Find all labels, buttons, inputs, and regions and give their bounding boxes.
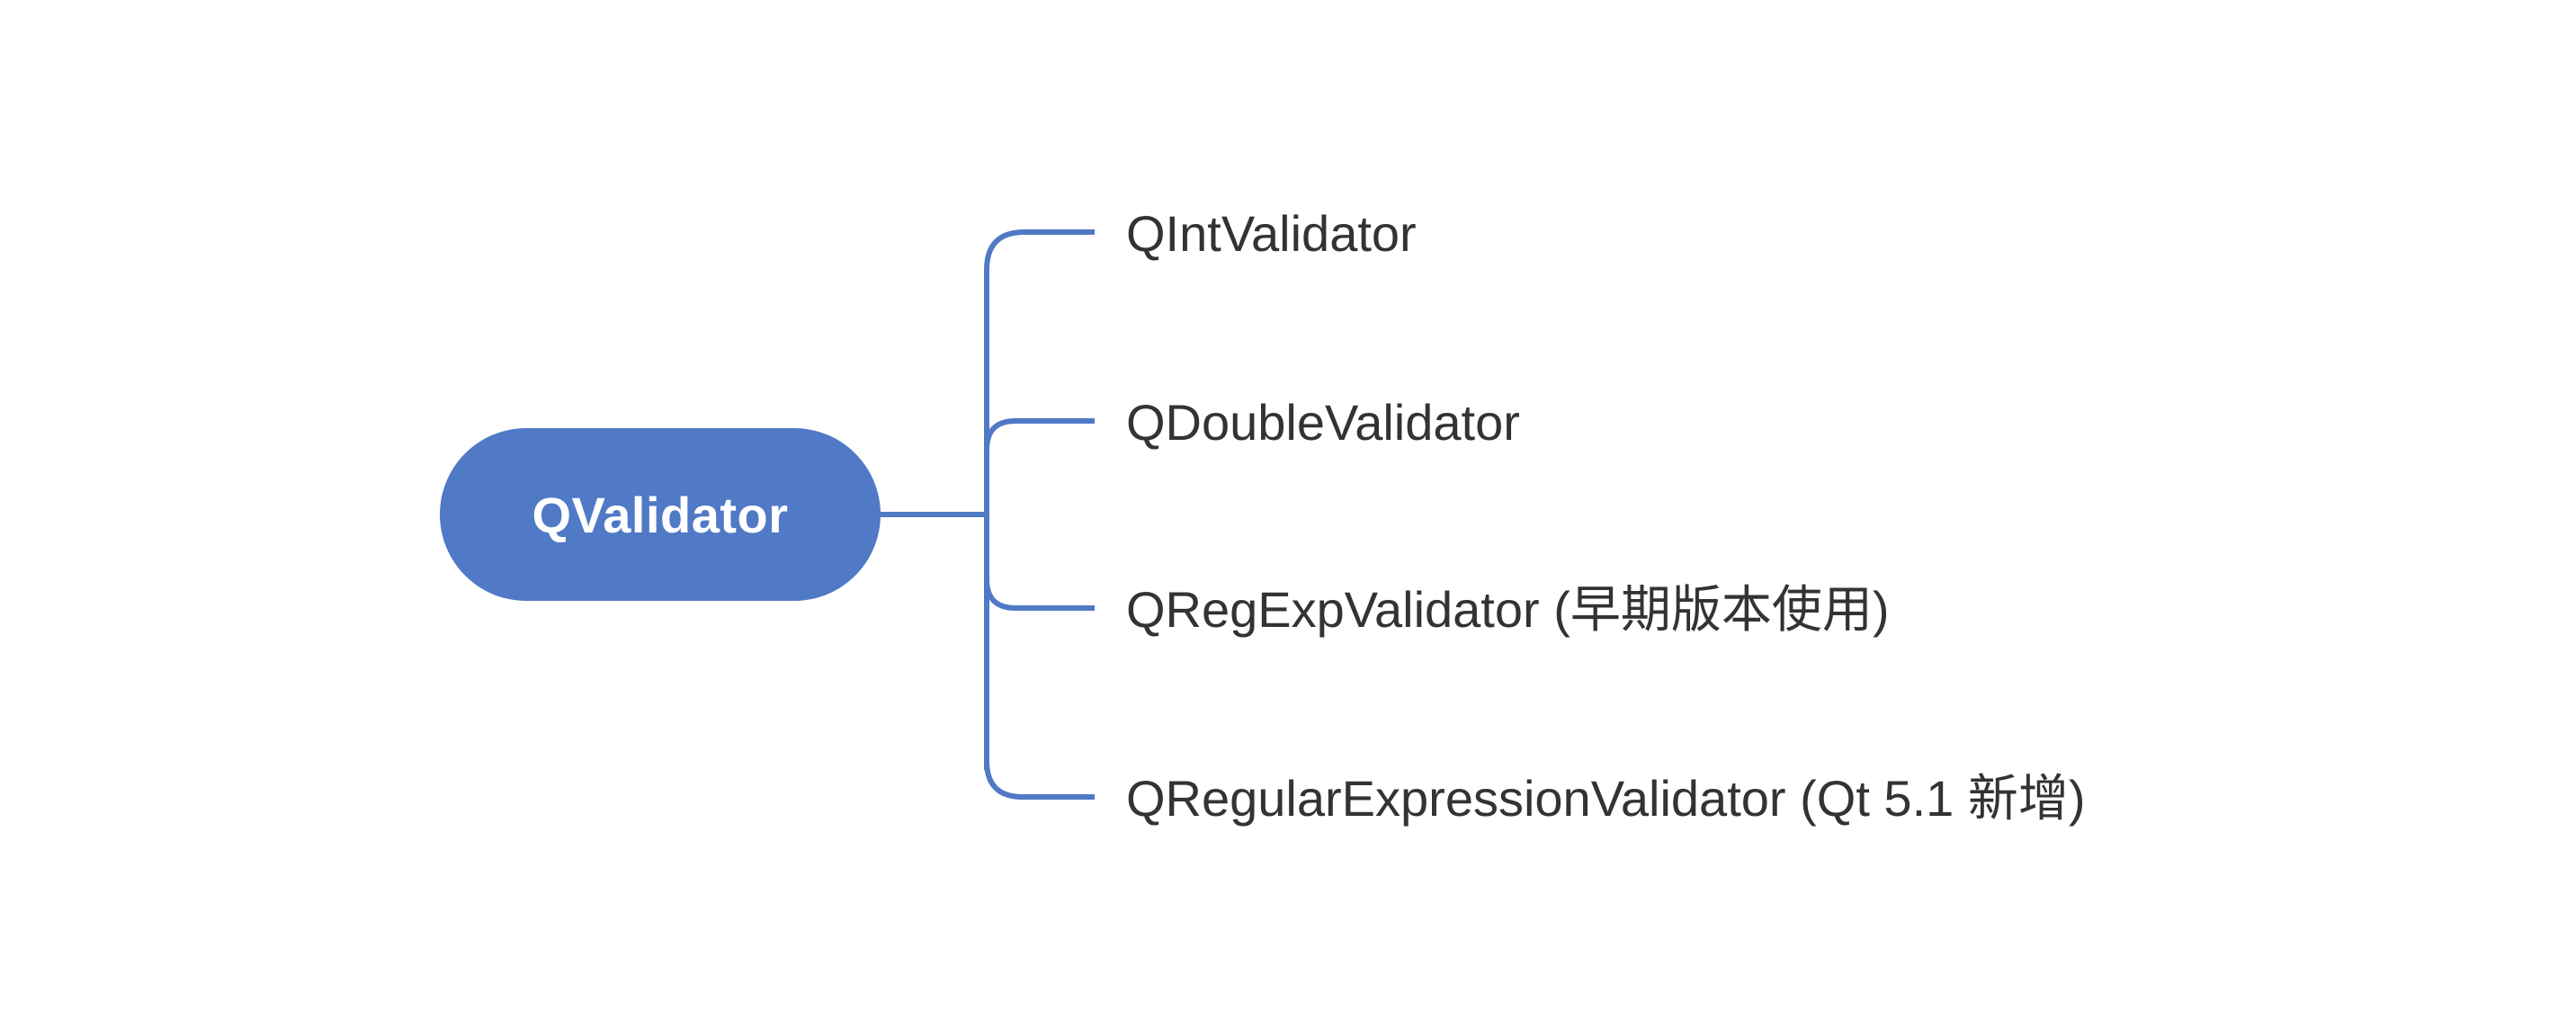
branch-connector-qintvalidator	[984, 229, 1095, 271]
root-node-qvalidator: QValidator	[440, 428, 881, 601]
child-node-qintvalidator: QIntValidator	[1126, 205, 1417, 262]
child-node-qdoublevalidator: QDoubleValidator	[1126, 394, 1520, 451]
branch-connector-qregexpvalidator	[984, 578, 1095, 611]
branch-connector-qdoublevalidator	[984, 418, 1095, 451]
branch-connector-qregularexpressionvalidator	[984, 760, 1095, 800]
child-node-qregularexpressionvalidator: QRegularExpressionValidator (Qt 5.1 新增)	[1126, 770, 2086, 827]
root-node-label: QValidator	[532, 486, 789, 543]
child-node-qregexpvalidator: QRegExpValidator (早期版本使用)	[1126, 581, 1890, 638]
